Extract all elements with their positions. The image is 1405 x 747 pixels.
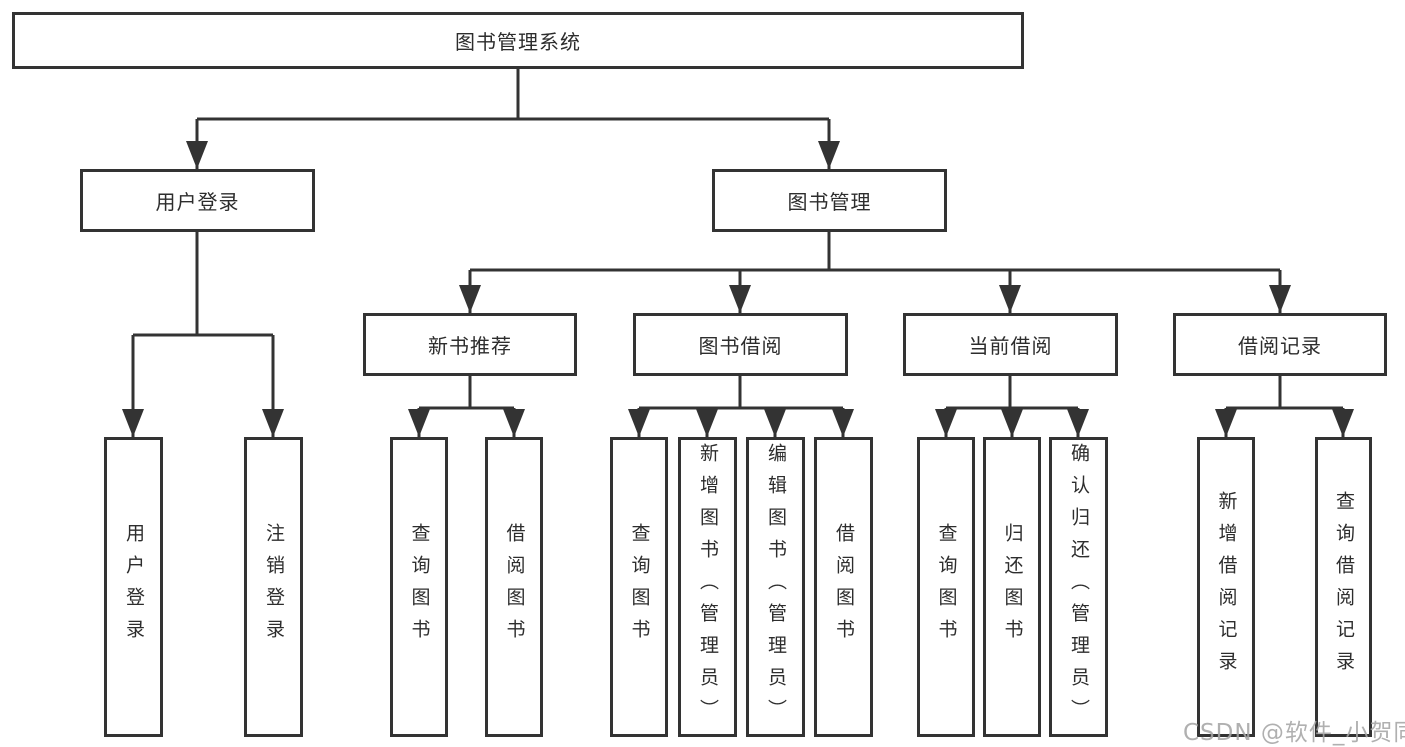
node-label: 查询借阅记录 [1333, 491, 1355, 683]
leaf-add-borrow-record: 新增借阅记录 [1197, 437, 1255, 737]
leaf-query-books-recommend: 查询图书 [390, 437, 448, 737]
node-label: 新增图书（管理员） [697, 443, 719, 731]
leaf-user-login: 用户登录 [104, 437, 163, 737]
node-label: 用户登录 [123, 523, 145, 651]
csdn-watermark: CSDN @软件_小贺同学 [1183, 720, 1405, 746]
node-new-book-recommendation: 新书推荐 [363, 313, 577, 376]
node-label: 确认归还（管理员） [1068, 443, 1090, 731]
leaf-query-borrow-record: 查询借阅记录 [1315, 437, 1372, 737]
leaf-add-books-admin: 新增图书（管理员） [678, 437, 737, 737]
node-label: 查询图书 [935, 523, 958, 651]
node-label: 借阅图书 [833, 523, 855, 651]
node-label: 当前借阅 [968, 334, 1053, 358]
leaf-return-books: 归还图书 [983, 437, 1041, 737]
node-label: 图书管理系统 [455, 30, 581, 54]
node-label: 归还图书 [1001, 523, 1024, 651]
node-label: 借阅图书 [503, 523, 526, 651]
node-label: 注销登录 [263, 523, 285, 651]
node-book-management-branch: 图书管理 [712, 169, 947, 232]
leaf-edit-books-admin: 编辑图书（管理员） [746, 437, 805, 737]
leaf-query-books-borrowing: 查询图书 [610, 437, 668, 737]
node-label: 用户登录 [155, 190, 240, 214]
node-user-login-branch: 用户登录 [80, 169, 315, 232]
leaf-query-books-current: 查询图书 [917, 437, 975, 737]
node-label: 查询图书 [408, 523, 431, 651]
leaf-borrow-books-recommend: 借阅图书 [485, 437, 543, 737]
leaf-confirm-return-admin: 确认归还（管理员） [1049, 437, 1108, 737]
node-label: 编辑图书（管理员） [765, 443, 787, 731]
leaf-borrow-books: 借阅图书 [814, 437, 873, 737]
node-library-management-system: 图书管理系统 [12, 12, 1024, 69]
node-label: 新增借阅记录 [1215, 491, 1238, 683]
node-book-borrowing: 图书借阅 [633, 313, 848, 376]
node-label: 图书借阅 [698, 334, 783, 358]
node-label: 借阅记录 [1238, 334, 1322, 358]
node-label: 新书推荐 [428, 334, 512, 358]
node-label: 查询图书 [628, 523, 651, 651]
node-borrowing-records: 借阅记录 [1173, 313, 1387, 376]
leaf-logout: 注销登录 [244, 437, 303, 737]
node-label: 图书管理 [787, 190, 872, 214]
node-current-borrowing: 当前借阅 [903, 313, 1118, 376]
